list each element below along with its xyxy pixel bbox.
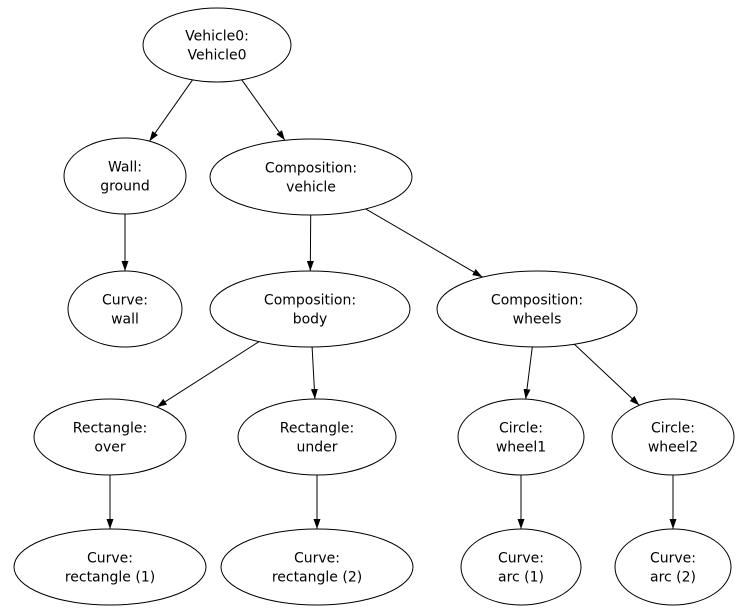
node-ellipse xyxy=(614,528,732,606)
node-ellipse xyxy=(209,270,411,348)
node-curve_arc2: Curve:arc (2) xyxy=(614,528,732,606)
node-label: Composition:wheels xyxy=(491,293,583,328)
edge-comp_vehicle-to-comp_wheels xyxy=(365,208,483,278)
node-comp_wheels: Composition:wheels xyxy=(436,270,638,348)
node-label: Circle:wheel1 xyxy=(496,421,546,456)
node-ellipse xyxy=(33,398,187,476)
node-comp_vehicle: Composition:vehicle xyxy=(209,138,413,216)
node-curve_rect2: Curve:rectangle (2) xyxy=(220,528,414,606)
node-ellipse xyxy=(13,528,207,606)
node-label: Wall:ground xyxy=(100,160,150,195)
node-circle_wheel1: Circle:wheel1 xyxy=(457,398,585,476)
node-label: Composition:vehicle xyxy=(265,161,357,196)
edge-vehicle0-to-wall_ground xyxy=(148,79,193,142)
edges-layer xyxy=(106,79,677,529)
edge-vehicle0-to-comp_vehicle xyxy=(241,79,286,141)
node-label: Curve:arc (1) xyxy=(498,551,544,586)
edge-comp_body-to-rect_under xyxy=(310,346,318,400)
node-ellipse xyxy=(460,528,582,606)
node-vehicle0: Vehicle0:Vehicle0 xyxy=(142,7,292,83)
edge-comp_wheels-to-circle_wheel2 xyxy=(574,343,640,406)
node-ellipse xyxy=(436,270,638,348)
node-rect_under: Rectangle:under xyxy=(237,398,397,476)
node-label: Composition:body xyxy=(264,293,356,328)
node-ellipse xyxy=(142,7,292,83)
node-label: Circle:wheel2 xyxy=(648,421,698,456)
node-circle_wheel2: Circle:wheel2 xyxy=(611,398,735,476)
node-ellipse xyxy=(457,398,585,476)
node-rect_over: Rectangle:over xyxy=(33,398,187,476)
node-ellipse xyxy=(220,528,414,606)
node-curve_wall: Curve:wall xyxy=(67,270,183,348)
node-label: Vehicle0:Vehicle0 xyxy=(185,29,249,64)
node-comp_body: Composition:body xyxy=(209,270,411,348)
node-label: Rectangle:over xyxy=(73,421,147,456)
node-label: Curve:arc (2) xyxy=(650,551,696,586)
node-ellipse xyxy=(237,398,397,476)
edge-comp_wheels-to-circle_wheel1 xyxy=(523,346,533,400)
node-curve_rect1: Curve:rectangle (1) xyxy=(13,528,207,606)
node-label: Curve:rectangle (1) xyxy=(65,551,155,586)
node-ellipse xyxy=(63,137,187,215)
node-wall_ground: Wall:ground xyxy=(63,137,187,215)
node-ellipse xyxy=(611,398,735,476)
node-ellipse xyxy=(67,270,183,348)
nodes-layer: Vehicle0:Vehicle0Wall:groundComposition:… xyxy=(13,7,735,606)
node-label: Curve:wall xyxy=(102,293,148,328)
node-label: Curve:rectangle (2) xyxy=(272,551,362,586)
edge-comp_body-to-rect_over xyxy=(156,341,260,408)
node-ellipse xyxy=(209,138,413,216)
node-label: Rectangle:under xyxy=(280,421,354,456)
node-curve_arc1: Curve:arc (1) xyxy=(460,528,582,606)
